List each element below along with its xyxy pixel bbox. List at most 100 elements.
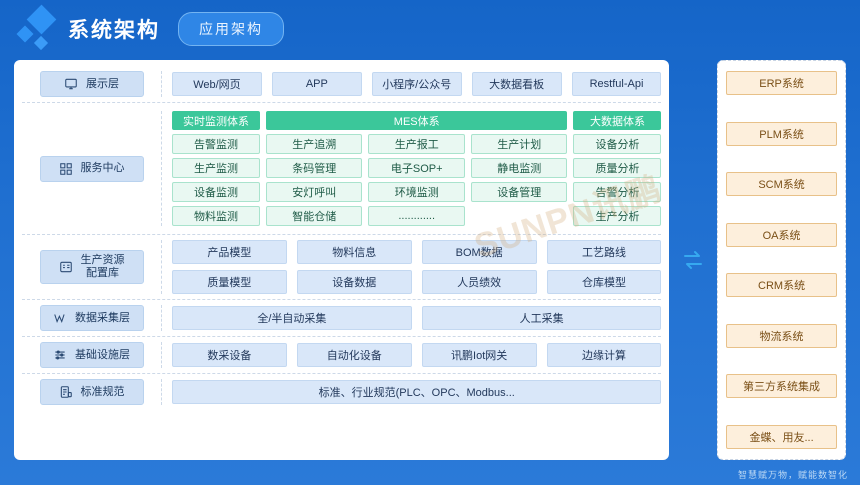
list-item[interactable]: 告警分析 <box>573 182 662 202</box>
standards-chip[interactable]: 标准规范 <box>39 379 144 405</box>
row-label-service-center: 服务中心 <box>22 111 162 226</box>
list-item[interactable]: 标准、行业规范(PLC、OPC、Modbus... <box>172 380 662 404</box>
list-item[interactable]: 物料监测 <box>172 206 260 226</box>
mes-column-1: 生产追溯 条码管理 安灯呼叫 智能仓储 <box>266 134 363 226</box>
list-item[interactable]: 物流系统 <box>726 323 837 348</box>
list-item[interactable]: 第三方系统集成 <box>726 374 837 399</box>
list-item[interactable]: 人员绩效 <box>421 270 537 294</box>
resource-library-label: 生产资源 配置库 <box>81 254 125 279</box>
page-header: 系统架构 应用架构 <box>0 0 860 58</box>
service-center-chip[interactable]: 服务中心 <box>39 155 144 182</box>
list-item[interactable]: 金蝶、用友... <box>726 424 837 449</box>
external-systems-panel: ERP系统 PLM系统 SCM系统 OA系统 CRM系统 物流系统 第三方系统集… <box>717 60 846 460</box>
list-item[interactable]: 安灯呼叫 <box>266 182 363 202</box>
list-item[interactable]: Restful-Api <box>571 72 662 96</box>
list-item[interactable]: 智能仓储 <box>266 206 363 226</box>
list-item[interactable]: OA系统 <box>726 222 837 247</box>
list-item[interactable]: 设备分析 <box>573 134 662 154</box>
row-presentation-layer: 展示层 Web/网页 APP 小程序/公众号 大数据看板 Restful-Api <box>22 66 662 103</box>
list-item[interactable]: 环境监测 <box>368 182 465 202</box>
presentation-layer-chip[interactable]: 展示层 <box>39 71 144 97</box>
list-item[interactable]: 仓库模型 <box>546 270 662 294</box>
list-item[interactable]: APP <box>271 72 362 96</box>
row-body-standards: 标准、行业规范(PLC、OPC、Modbus... <box>162 380 662 404</box>
list-item[interactable]: 告警监测 <box>172 134 260 154</box>
data-collection-chip[interactable]: 数据采集层 <box>39 305 144 331</box>
grid-icon <box>59 162 72 175</box>
chart-line-icon <box>54 314 65 323</box>
monitor-icon <box>65 78 77 90</box>
list-config-icon <box>59 261 72 273</box>
row-body-service-center: 实时监测体系 告警监测 生产监测 设备监测 物料监测 MES体系 生产追溯 条码… <box>162 111 662 226</box>
list-item[interactable]: ERP系统 <box>726 71 837 95</box>
row-body-presentation: Web/网页 APP 小程序/公众号 大数据看板 Restful-Api <box>162 72 662 96</box>
row-label-resource-library: 生产资源 配置库 <box>22 240 162 294</box>
service-center-label: 服务中心 <box>80 162 125 175</box>
list-item[interactable]: CRM系统 <box>726 273 837 298</box>
list-item[interactable]: 静电监测 <box>470 158 568 178</box>
diamond-shape-mid <box>16 25 34 43</box>
list-item[interactable]: 大数据看板 <box>471 72 562 96</box>
architecture-badge[interactable]: 应用架构 <box>178 12 284 46</box>
list-item[interactable]: 设备监测 <box>172 182 260 202</box>
resource-library-chip[interactable]: 生产资源 配置库 <box>39 250 144 284</box>
row-label-data-collection: 数据采集层 <box>22 305 162 331</box>
resource-library-label-line1: 生产资源 <box>80 254 125 267</box>
list-item[interactable]: 质量模型 <box>172 270 287 294</box>
standards-label: 标准规范 <box>80 385 125 398</box>
infrastructure-chip[interactable]: 基础设施层 <box>39 342 144 368</box>
infrastructure-label: 基础设施层 <box>75 348 130 361</box>
connector-column <box>677 60 709 460</box>
list-item[interactable]: 生产追溯 <box>266 134 363 154</box>
list-item[interactable]: 产品模型 <box>172 240 287 264</box>
list-item-ellipsis[interactable]: ............ <box>368 206 465 226</box>
list-item[interactable]: SCM系统 <box>726 172 837 197</box>
list-item[interactable]: 边缘计算 <box>546 343 662 367</box>
row-label-presentation: 展示层 <box>22 71 162 97</box>
mes-column-3: 生产计划 静电监测 设备管理 <box>470 134 568 226</box>
list-item[interactable]: 质量分析 <box>573 158 662 178</box>
list-item[interactable]: 条码管理 <box>266 158 363 178</box>
list-item[interactable]: 小程序/公众号 <box>371 72 462 96</box>
group-header: MES体系 <box>266 111 568 130</box>
sliders-icon <box>55 350 65 360</box>
page-title: 系统架构 <box>68 19 160 42</box>
list-item[interactable]: 数采设备 <box>172 343 287 367</box>
list-item[interactable]: 讯鹏Iot网关 <box>421 343 537 367</box>
row-body-resource-library: 产品模型 物料信息 BOM数据 工艺路线 质量模型 设备数据 人员绩效 仓库模型 <box>162 240 662 294</box>
row-standards: 标准规范 标准、行业规范(PLC、OPC、Modbus... <box>22 374 662 410</box>
row-label-infrastructure: 基础设施层 <box>22 342 162 368</box>
list-item[interactable]: 生产计划 <box>470 134 568 154</box>
footer-slogan: 智慧赋万物，赋能数智化 <box>737 470 848 480</box>
list-item[interactable]: 人工采集 <box>421 306 662 330</box>
list-item[interactable]: 生产监测 <box>172 158 260 178</box>
row-label-standards: 标准规范 <box>22 379 162 405</box>
row-service-center: 服务中心 实时监测体系 告警监测 生产监测 设备监测 物料监测 MES体系 <box>22 103 662 235</box>
list-item[interactable]: 全/半自动采集 <box>172 306 412 330</box>
mes-column-2: 生产报工 电子SOP+ 环境监测 ............ <box>368 134 465 226</box>
list-item[interactable]: 自动化设备 <box>296 343 412 367</box>
data-collection-label: 数据采集层 <box>75 311 130 324</box>
row-data-collection-layer: 数据采集层 全/半自动采集 人工采集 <box>22 300 662 337</box>
row-resource-library: 生产资源 配置库 产品模型 物料信息 BOM数据 工艺路线 质量模型 设备数据 … <box>22 235 662 300</box>
list-item[interactable]: 生产报工 <box>368 134 465 154</box>
group-bigdata: 大数据体系 设备分析 质量分析 告警分析 生产分析 <box>573 111 662 226</box>
list-item[interactable]: 工艺路线 <box>546 240 662 264</box>
list-item[interactable]: PLM系统 <box>726 121 837 146</box>
list-item[interactable]: 电子SOP+ <box>368 158 465 178</box>
row-infrastructure-layer: 基础设施层 数采设备 自动化设备 讯鹏Iot网关 边缘计算 <box>22 337 662 374</box>
document-list-icon <box>60 386 72 398</box>
list-item[interactable]: BOM数据 <box>421 240 537 264</box>
resource-library-label-line2: 配置库 <box>86 267 119 279</box>
diamond-logo <box>14 4 60 52</box>
exchange-arrows-icon <box>684 251 703 269</box>
list-item[interactable]: 生产分析 <box>573 206 662 226</box>
list-item[interactable]: Web/网页 <box>172 72 262 96</box>
list-item[interactable]: 设备管理 <box>470 182 568 202</box>
list-item[interactable]: 物料信息 <box>296 240 412 264</box>
list-item[interactable]: 设备数据 <box>296 270 412 294</box>
diamond-shape-large <box>26 4 57 35</box>
group-header: 实时监测体系 <box>172 111 260 130</box>
group-mes: MES体系 生产追溯 条码管理 安灯呼叫 智能仓储 生产报工 电子SOP+ <box>266 111 568 226</box>
architecture-board: 展示层 Web/网页 APP 小程序/公众号 大数据看板 Restful-Api <box>14 60 846 460</box>
